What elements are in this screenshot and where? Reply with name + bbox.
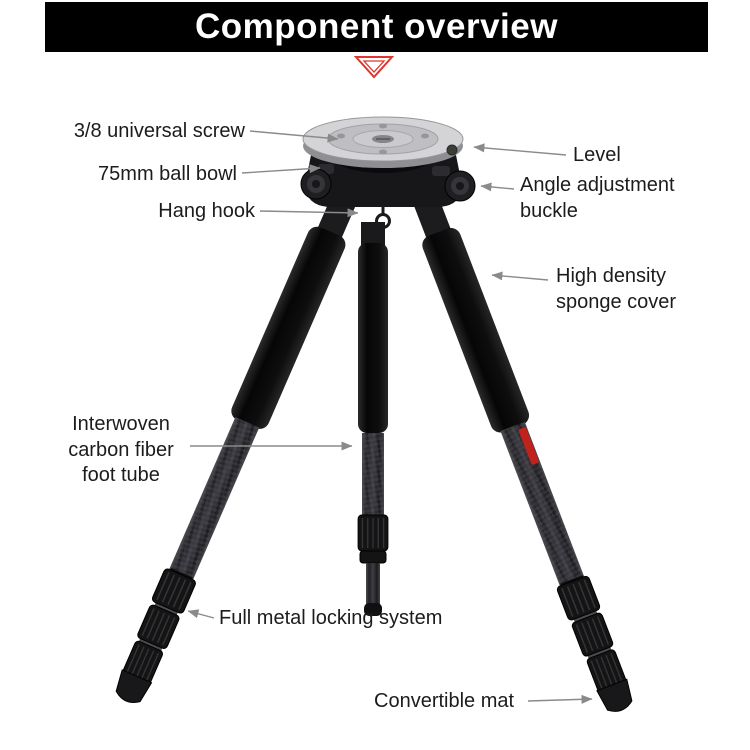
page-title: Component overview [195,7,558,46]
left-locking-system [121,566,198,686]
label-universal-screw: 3/8 universal screw [73,120,245,142]
label-locking-system: Full metal locking system [219,607,443,629]
tripod-leg-center [357,222,389,616]
leader-lines [187,130,593,704]
title-banner: Component overview [45,2,708,52]
center-locking-system [357,514,389,564]
leader-level-arrow [473,143,567,156]
leader-ball-bowl-arrow [241,164,321,174]
center-end-cap [364,603,382,616]
right-locking-system [555,574,628,694]
label-convertible-mat: Convertible mat [374,690,515,712]
left-shoulder-knob [300,168,332,200]
left-sponge-cover [231,226,346,429]
tripod-leg-left [110,187,359,708]
right-sponge-cover [422,227,530,433]
leader-universal-screw-arrow [249,130,339,143]
leader-angle-buckle-arrow [480,182,515,192]
leader-locking-system-arrow [187,609,215,619]
label-ball-bowl: 75mm ball bowl [98,163,237,185]
label-hang-hook: Hang hook [158,200,255,222]
right-carbon-weave [500,421,585,588]
top-plate [302,116,464,168]
leader-convertible-mat-arrow [527,694,593,704]
center-thin-tube [366,563,380,605]
center-carbon-weave [362,433,384,517]
label-angle-buckle: Angle adjustment buckle [520,174,675,222]
center-sponge-cover [358,243,388,433]
hang-hook-part [375,205,391,229]
left-carbon-weave [168,417,260,582]
level-part [446,144,458,156]
leader-sponge-cover-arrow [491,271,549,281]
right-angle-buckle-part [432,166,450,176]
label-foot-tube: Interwoven carbon fiber foot tube [68,413,174,487]
brand-red-band [518,427,539,465]
label-level: Level [573,144,621,166]
label-sponge-cover: High density sponge cover [556,265,677,313]
decorative-triangle-icon [353,56,395,79]
tripod-leg-right [410,188,637,717]
right-shoulder-knob [444,170,476,202]
leader-hang-hook-arrow [259,208,359,218]
